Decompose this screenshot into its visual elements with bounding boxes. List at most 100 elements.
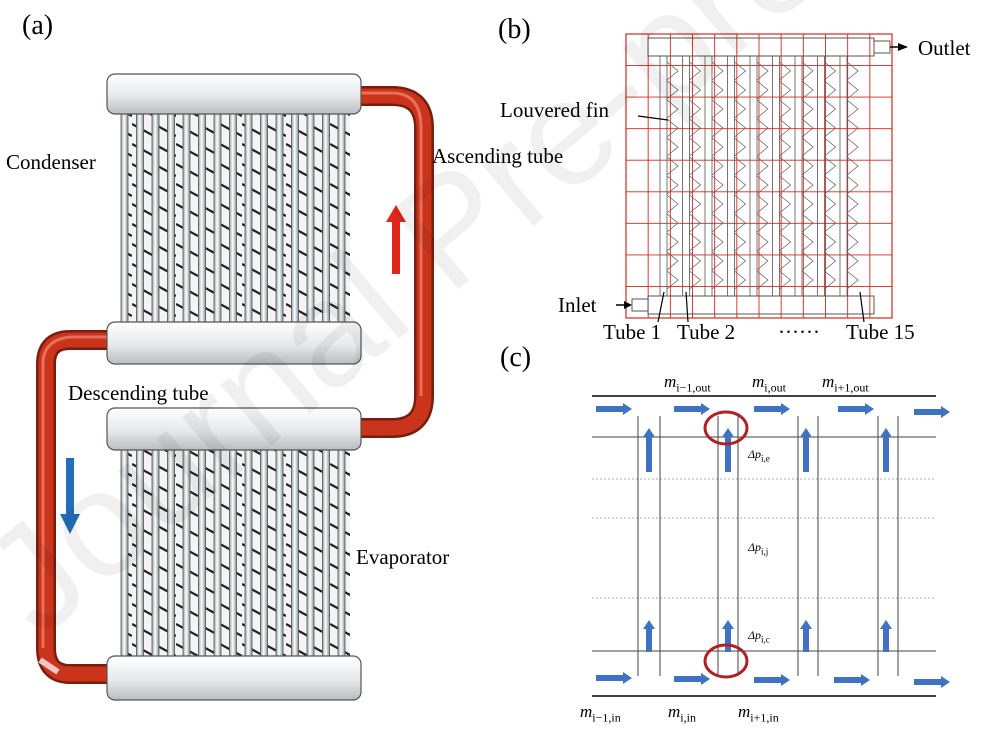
flow-arrow-head bbox=[800, 620, 812, 629]
flow-arrow-right bbox=[596, 406, 624, 412]
flow-arrow-head bbox=[781, 403, 790, 415]
flow-arrow-right bbox=[674, 406, 702, 412]
louvered-fin-label: Louvered fin bbox=[500, 98, 610, 122]
up-arrow-icon bbox=[386, 205, 406, 274]
m-out-curr: mi,out bbox=[752, 372, 786, 395]
flow-arrow-head bbox=[701, 403, 710, 415]
flat-tube bbox=[182, 445, 191, 661]
flat-tube bbox=[213, 111, 222, 327]
tube-outline bbox=[704, 55, 713, 297]
m-in-curr: mi,in bbox=[668, 702, 696, 725]
flow-arrow-head bbox=[643, 620, 655, 629]
panel-b-drawing bbox=[616, 33, 908, 323]
tube-outline bbox=[817, 55, 825, 297]
louvered-fin-zigzag bbox=[666, 61, 679, 290]
evaporator-top-header bbox=[106, 407, 362, 451]
evaporator-bottom-header bbox=[106, 655, 362, 701]
flat-tube bbox=[260, 445, 268, 661]
dp-e-label: Δpi,e bbox=[748, 447, 770, 464]
flat-tube bbox=[198, 445, 206, 661]
down-arrow-icon bbox=[60, 458, 80, 534]
louvered-fin-zigzag bbox=[779, 61, 792, 290]
descending-tube-label: Descending tube bbox=[68, 381, 209, 405]
m-in-next: mi+1,in bbox=[738, 702, 779, 725]
flat-tube bbox=[260, 111, 268, 327]
flow-arrow-up bbox=[725, 628, 731, 652]
dp-j-label: Δpi,j bbox=[748, 540, 769, 557]
tube-outline bbox=[839, 55, 848, 297]
flow-arrow-head bbox=[865, 403, 874, 415]
flat-tube bbox=[136, 111, 144, 327]
louvered-fin-zigzag bbox=[734, 61, 747, 290]
flow-arrow-right bbox=[834, 677, 862, 683]
flat-tube bbox=[182, 111, 191, 327]
outlet-junction-ellipse bbox=[703, 410, 749, 446]
flat-tube bbox=[213, 445, 222, 661]
outlet-label: Outlet bbox=[918, 36, 971, 60]
tube-outline bbox=[682, 55, 690, 297]
flat-tube bbox=[291, 111, 299, 327]
flat-tube bbox=[306, 111, 315, 327]
tube-outline bbox=[727, 55, 735, 297]
flat-tube bbox=[244, 111, 253, 327]
flat-tube bbox=[337, 445, 346, 661]
condenser-label: Condenser bbox=[6, 150, 96, 174]
tube-outline bbox=[772, 55, 780, 297]
flat-tube bbox=[151, 445, 160, 661]
flow-arrow-head bbox=[643, 428, 655, 437]
flat-tube bbox=[244, 445, 253, 661]
flat-tube bbox=[167, 111, 175, 327]
panel-label-a: (a) bbox=[22, 10, 54, 41]
flow-arrow-right bbox=[914, 679, 942, 685]
flat-tube bbox=[151, 111, 160, 327]
flow-arrow-head bbox=[722, 620, 734, 629]
tube-1-label: Tube 1 bbox=[603, 320, 662, 344]
flat-tube bbox=[229, 445, 237, 661]
louvered-fin-zigzag bbox=[824, 61, 837, 290]
ellipsis-label: ······ bbox=[778, 320, 820, 344]
flow-arrow-right bbox=[674, 676, 702, 682]
inlet-junction-ellipse bbox=[703, 643, 749, 679]
evaporator-label: Evaporator bbox=[356, 545, 450, 569]
flat-tube bbox=[167, 445, 175, 661]
flat-tube bbox=[229, 111, 237, 327]
condenser-bottom-header bbox=[106, 321, 362, 365]
flat-tube bbox=[275, 111, 284, 327]
tube-15-label: Tube 15 bbox=[846, 320, 915, 344]
flow-arrow-head bbox=[941, 406, 950, 418]
flat-tube bbox=[275, 445, 284, 661]
flow-arrow-head bbox=[800, 428, 812, 437]
flat-tube bbox=[291, 445, 299, 661]
flow-arrow-head bbox=[701, 673, 710, 685]
flat-tube bbox=[136, 445, 144, 661]
flow-arrow-up bbox=[883, 628, 889, 652]
m-out-prev: mi−1,out bbox=[664, 372, 711, 395]
m-in-prev: mi−1,in bbox=[580, 702, 621, 725]
louvered-fin-zigzag bbox=[756, 61, 769, 290]
flow-arrow-right bbox=[596, 675, 624, 681]
flow-arrow-up bbox=[803, 436, 809, 472]
ascending-tube-label: Ascending tube bbox=[432, 144, 564, 168]
flat-tube bbox=[337, 111, 346, 327]
flow-arrow-head bbox=[880, 620, 892, 629]
flat-tube bbox=[306, 445, 315, 661]
flow-arrow-head bbox=[941, 676, 950, 688]
dp-c-label: Δpi,c bbox=[748, 628, 770, 645]
panel-label-b: (b) bbox=[498, 14, 531, 45]
louvered-fin-zigzag bbox=[711, 61, 724, 290]
tube-outline bbox=[659, 55, 668, 297]
inlet-label: Inlet bbox=[558, 293, 597, 317]
panel-c-drawing bbox=[592, 395, 950, 697]
flow-arrow-up bbox=[646, 628, 652, 652]
tube-outline bbox=[794, 55, 803, 297]
louvered-fin-zigzag bbox=[689, 61, 702, 290]
louvered-fin-zigzag bbox=[801, 61, 814, 290]
flow-arrow-up bbox=[646, 436, 652, 472]
flat-tube bbox=[120, 111, 129, 327]
flat-tube bbox=[198, 111, 206, 327]
flow-arrow-head bbox=[623, 403, 632, 415]
flat-tube bbox=[120, 445, 129, 661]
flow-arrow-head bbox=[623, 672, 632, 684]
flow-arrow-head bbox=[781, 674, 790, 686]
